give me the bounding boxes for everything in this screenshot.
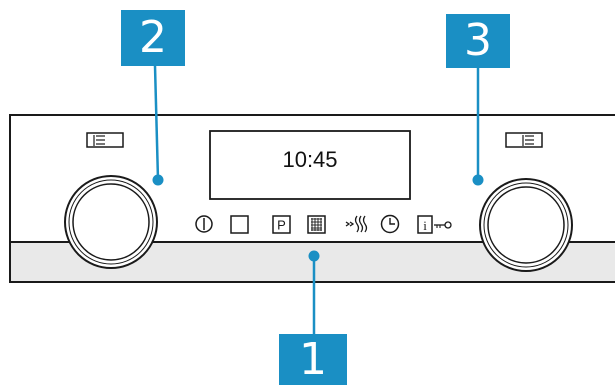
display-screen — [209, 130, 411, 200]
clock-icon[interactable] — [380, 214, 400, 234]
info-key-lock-icon[interactable]: i — [417, 215, 452, 234]
svg-text:P: P — [277, 218, 286, 233]
display-time: 10:45 — [282, 147, 338, 172]
callout-2: 2 — [121, 10, 185, 66]
leader-line-3 — [472, 68, 484, 186]
svg-text:i: i — [423, 218, 427, 233]
button-strip: P — [195, 214, 452, 234]
leader-line-1 — [308, 250, 320, 334]
leader-line-2 — [152, 65, 164, 186]
grid-matrix-icon[interactable] — [307, 215, 326, 234]
steam-heat-icon[interactable] — [345, 215, 368, 233]
menu-list-right-icon — [505, 132, 543, 148]
power-icon[interactable] — [195, 215, 213, 233]
callout-1: 1 — [279, 334, 347, 385]
menu-list-left-icon — [86, 132, 124, 148]
right-rotary-knob[interactable] — [479, 178, 573, 272]
callout-3: 3 — [446, 14, 510, 68]
left-rotary-knob[interactable] — [64, 175, 158, 269]
blank-square-icon[interactable] — [230, 215, 249, 234]
program-p-icon[interactable]: P — [272, 215, 291, 234]
